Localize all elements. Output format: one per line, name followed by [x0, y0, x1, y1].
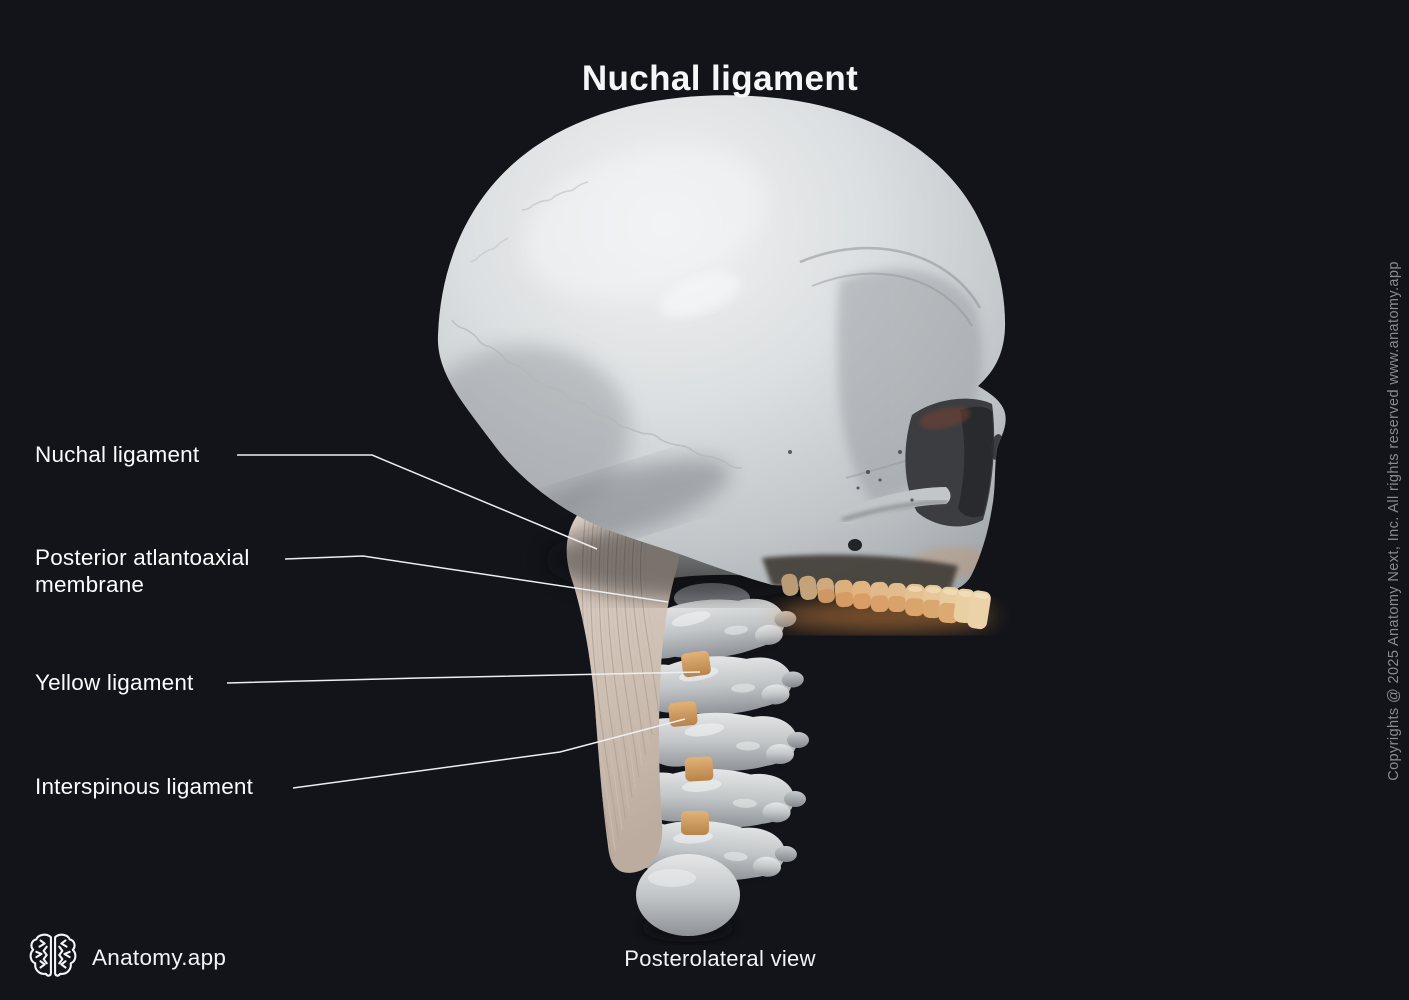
yellow-ligament-patch [684, 756, 714, 782]
brain-logo-icon [28, 930, 78, 985]
cranial-sutures [451, 181, 743, 469]
dome-specular [660, 272, 740, 318]
zygomatic-shadow [841, 500, 949, 522]
yellow-ligament-patch [681, 811, 709, 835]
tooth [905, 583, 925, 617]
tooth [967, 590, 991, 630]
yellow-ligament-patches [668, 650, 714, 835]
anatomy-label-interspinous-ligament: Interspinous ligament [35, 774, 254, 799]
orbit-warm-accent [919, 406, 971, 430]
suture-detail [469, 237, 509, 263]
leader-lines-group [226, 454, 701, 789]
bone-pore [898, 450, 902, 454]
anatomy-label-posterior-atlantoaxial-membrane: Posterior atlantoaxial membrane [35, 545, 250, 597]
tooth [798, 575, 818, 601]
tooth [888, 583, 906, 612]
tooth [922, 584, 943, 619]
copyright-text: Copyrights @ 2025 Anatomy Next, Inc. All… [1386, 261, 1402, 781]
leader-line-nuchal-ligament [237, 454, 598, 550]
anatomy-label-nuchal-ligament: Nuchal ligament [35, 442, 200, 467]
brand-name: Anatomy.app [92, 944, 227, 970]
footer-brand: Anatomy.app [28, 930, 226, 985]
skull-group [437, 95, 1006, 593]
dome-highlight [523, 146, 767, 298]
yellow-ligament-patch [668, 701, 698, 727]
lowest-vertebra-body [636, 854, 740, 936]
lambdoid-suture [451, 319, 743, 469]
tooth [870, 581, 889, 613]
ear-canal [848, 539, 862, 551]
lowest-vertebra-gloss [648, 869, 696, 887]
tooth [781, 573, 799, 596]
teeth-group [775, 573, 995, 632]
tooth [834, 579, 854, 608]
view-caption: Posterolateral view [624, 946, 816, 971]
bone-pore [856, 486, 860, 490]
superior-temporal-line [799, 246, 982, 309]
anatomy-label-yellow-ligament: Yellow ligament [35, 670, 194, 695]
inferior-temporal-line [811, 272, 973, 327]
leader-line-posterior-atlantoaxial-membrane [284, 555, 669, 603]
tooth [816, 577, 835, 604]
yellow-ligament-patch [681, 650, 711, 678]
bone-pore [910, 498, 914, 502]
tooth [852, 580, 872, 610]
page-title: Nuchal ligament [581, 59, 859, 99]
bone-pore [866, 470, 870, 474]
bone-pores [788, 450, 914, 502]
bone-pore [788, 450, 792, 454]
leader-line-yellow-ligament [226, 671, 701, 684]
bone-pore [878, 478, 882, 482]
parietal-suture [521, 181, 589, 211]
eye-orbit-inner-shadow [958, 406, 993, 518]
leader-line-interspinous-ligament [292, 718, 686, 789]
upper-teeth-row [781, 573, 991, 630]
